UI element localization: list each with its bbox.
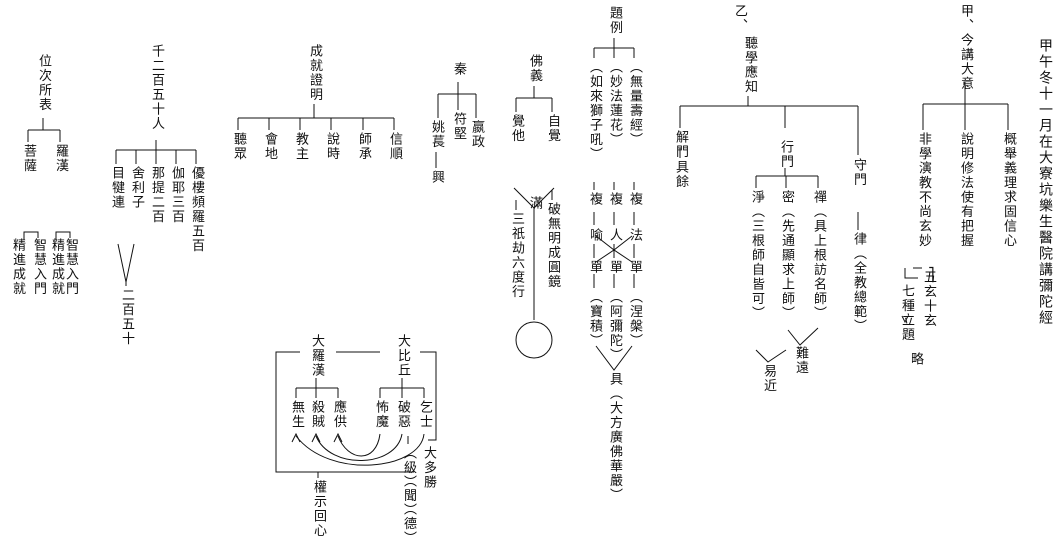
- tili-b-fu: 複: [607, 192, 622, 207]
- yi-nanyuan: 難遠: [793, 346, 808, 375]
- weici-lh-b: 精進成就: [49, 238, 64, 296]
- fo-zijue: 自覺: [545, 114, 560, 143]
- bottom-lh: 大羅漢: [309, 334, 324, 378]
- weici-heading: 位次所表: [36, 54, 51, 112]
- qin-fujian: 符堅: [451, 112, 466, 141]
- qin-xing: 興: [429, 170, 444, 185]
- bottom-qishi: 乞士: [417, 400, 432, 429]
- tili-c-dan: 單: [587, 260, 602, 275]
- qianer-total: 二百五十: [119, 288, 134, 346]
- yi-chan: 禪（具上根訪名師）: [811, 190, 826, 321]
- bottom-bumo: 怖魔: [373, 400, 388, 429]
- tili-a-fu: 複: [627, 192, 642, 207]
- fo-heading: 佛義: [527, 54, 542, 83]
- fo-pomiming: 破無明成圓鏡: [545, 202, 560, 289]
- tili-b-dan: 單: [607, 260, 622, 275]
- qin-yingzheng: 嬴政: [469, 120, 484, 149]
- tili-c-fu: 複: [587, 192, 602, 207]
- chengjiu-item-4: 教主: [293, 132, 308, 161]
- jia-xuan-b: 七種立題: [899, 284, 914, 342]
- bottom-quanshi: 權示回心: [311, 480, 326, 538]
- jia-xuan-brackets: ⎤: [928, 268, 935, 283]
- yi-xingmen: 行門: [778, 140, 793, 169]
- section-yi-heading: 聽學應知: [742, 36, 757, 94]
- qianer-item-1: 優樓頻羅五百: [189, 166, 204, 253]
- weici-ps-a: 智慧入門: [31, 238, 46, 296]
- weici-luohan: 羅漢: [53, 144, 68, 173]
- tili-b-ren: 人: [607, 228, 622, 243]
- qin-yaochang: 姚萇: [429, 120, 444, 149]
- bottom-wen: （聞）: [401, 474, 416, 518]
- jia-item-1: 概舉義理求固信心: [1001, 132, 1016, 248]
- tili-c-end: （寶積）: [587, 290, 602, 348]
- qianer-item-3: 那提二百: [149, 166, 164, 224]
- bottom-bq: 大比丘: [395, 334, 410, 378]
- fo-sanqi: 三祇劫六度行: [509, 212, 524, 299]
- qin-heading: 秦: [451, 62, 466, 77]
- jia-lue: 略: [908, 352, 923, 367]
- tili-c-title: （如來獅子吼）: [587, 60, 602, 162]
- weici-pusa: 菩薩: [21, 144, 36, 173]
- qianer-item-5: 目犍連: [109, 166, 124, 210]
- bottom-de: （德）: [401, 502, 416, 546]
- tili-a-dan: 單: [627, 260, 642, 275]
- bottom-poe: 破惡: [395, 400, 410, 429]
- yi-mi: 密（先通顯求上師）: [779, 190, 794, 321]
- yi-jiemen: 解門: [673, 130, 688, 159]
- tili-b-end: （阿彌陀）: [607, 290, 622, 363]
- qianer-item-4: 舍利子: [129, 166, 144, 210]
- yi-juyu: 具餘: [673, 160, 688, 189]
- bottom-yinggong: 應供: [331, 400, 346, 429]
- chengjiu-item-5: 會地: [262, 132, 277, 161]
- yi-jing: 淨（三根師自皆可）: [749, 190, 764, 321]
- chengjiu-item-3: 說時: [324, 132, 339, 161]
- chengjiu-heading: 成就證明: [307, 44, 322, 102]
- tili-heading: 題例: [607, 6, 622, 35]
- document-title: 甲午冬十一月在大寮坑樂生醫院講彌陀經: [1037, 38, 1053, 326]
- bottom-shazei: 殺賊: [309, 400, 324, 429]
- qianer-item-2: 伽耶三百: [169, 166, 184, 224]
- tili-ju: 具（大方廣佛華嚴）: [607, 372, 622, 503]
- bottom-wusheng: 無生: [289, 400, 304, 429]
- yi-yijin: 易近: [761, 364, 776, 393]
- tili-a-end: （涅槃）: [627, 290, 642, 348]
- weici-ps-b: 精進成就: [10, 238, 25, 296]
- yi-shoumen: 守門: [851, 158, 866, 187]
- tili-a-title: （無量壽經）: [627, 60, 642, 147]
- chengjiu-item-6: 聽眾: [231, 132, 246, 161]
- weici-lh-a: 智慧入門: [63, 238, 78, 296]
- bottom-daduosheng: 大多勝: [421, 446, 436, 490]
- tili-b-title: （妙法蓮花）: [607, 60, 622, 147]
- tili-c-yu: 喻: [587, 228, 602, 243]
- jia-item-2: 說明修法使有把握: [958, 132, 973, 248]
- yi-lu: 律（全教總範）: [851, 232, 866, 334]
- fo-man: 滿: [527, 196, 542, 211]
- section-yi-heading-prefix: 乙、: [732, 4, 747, 33]
- fo-juetta: 覺他: [509, 114, 524, 143]
- chengjiu-item-2: 師承: [356, 132, 371, 161]
- bottom-ji: （級）: [401, 446, 416, 490]
- tili-a-fa: 法: [627, 228, 642, 243]
- jia-xuan-a: 五玄十玄: [921, 270, 936, 328]
- jia-item-3: 非學演教不尚玄妙: [916, 132, 931, 248]
- section-jia-heading: 甲、今講大意: [958, 4, 973, 91]
- qianer-heading: 千二百五十人: [149, 44, 164, 131]
- chengjiu-item-1: 信順: [387, 132, 402, 161]
